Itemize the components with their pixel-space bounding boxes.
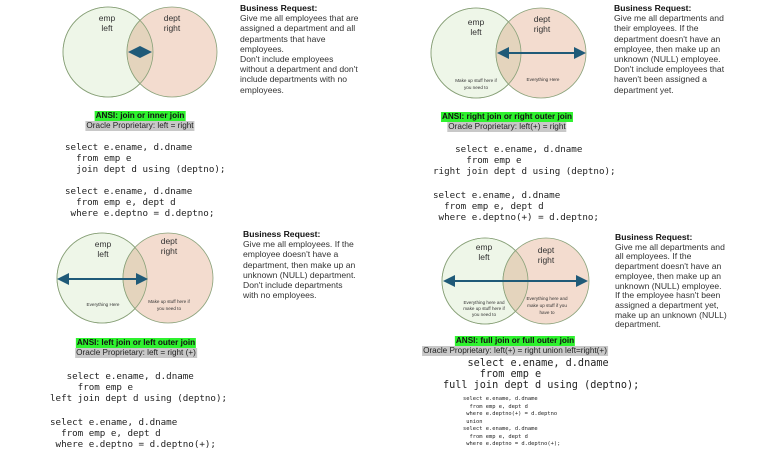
request-line: Don't include employees that bbox=[614, 64, 725, 75]
request-line: department. bbox=[615, 319, 661, 330]
request-line: unknown (NULL) employee. bbox=[614, 54, 721, 65]
request-line: assigned a department and all bbox=[240, 23, 356, 34]
request-line: employee, then make up an bbox=[614, 43, 721, 54]
right-note: Everything here and bbox=[526, 296, 568, 301]
request-heading: Business Request: bbox=[240, 3, 318, 13]
left-label: left bbox=[97, 249, 109, 259]
request-line: unknown (NULL) department. bbox=[243, 269, 356, 280]
ansi-label-full: ANSI: full join or full outer join bbox=[454, 336, 576, 346]
right-label: right bbox=[534, 24, 551, 34]
right-label: right bbox=[161, 246, 178, 256]
right-note: Make up stuff here if bbox=[148, 299, 190, 304]
dept-label: dept bbox=[161, 236, 178, 246]
business-request-left: Business Request: Give me all employees.… bbox=[243, 229, 356, 300]
business-request-right: Business Request: Give me all department… bbox=[614, 3, 724, 95]
request-line: employee, then make up an bbox=[615, 270, 722, 281]
venn-right-join: emp left dept right Make up stuff here i… bbox=[430, 7, 587, 99]
ansi-label-right: ANSI: right join or right outer join bbox=[440, 112, 574, 122]
right-note: you need to bbox=[157, 306, 181, 311]
emp-label: emp bbox=[95, 239, 112, 249]
request-line: employee doesn't have a bbox=[243, 249, 339, 260]
oracle-label-right: Oracle Proprietary: left(+) = right bbox=[447, 122, 567, 132]
code-ansi-right: select e.ename, d.dname from emp e right… bbox=[433, 144, 616, 178]
request-line: departments that have bbox=[240, 33, 326, 44]
left-note: you need to bbox=[472, 312, 496, 317]
request-line: assigned a department yet, bbox=[615, 299, 719, 310]
dept-label: dept bbox=[538, 245, 555, 255]
request-line: all employees. If the bbox=[615, 251, 692, 262]
request-line: Don't include employees bbox=[240, 54, 334, 65]
request-heading: Business Request: bbox=[614, 3, 692, 13]
left-note: you need to bbox=[464, 85, 488, 90]
request-line: make up an unknown (NULL) bbox=[615, 309, 727, 320]
request-heading: Business Request: bbox=[615, 232, 693, 242]
request-line: department doesn't have an bbox=[614, 33, 721, 44]
left-note: Everything here and bbox=[463, 300, 505, 305]
oracle-label-left: Oracle Proprietary: left = right (+) bbox=[75, 348, 197, 358]
request-line: their employees. If the bbox=[614, 23, 699, 34]
dept-label: dept bbox=[534, 14, 551, 24]
request-line: without a department and don't bbox=[240, 64, 358, 75]
right-label: right bbox=[538, 255, 555, 265]
ansi-label-inner: ANSI: join or inner join bbox=[94, 111, 186, 121]
code-oracle-full: select e.ename, d.dname from emp e, dept… bbox=[463, 396, 561, 447]
venn-full-join: emp left dept right Everything here and … bbox=[441, 237, 590, 325]
request-line: Give me all departments and bbox=[615, 241, 725, 252]
right-note: Everything Here bbox=[527, 77, 560, 82]
request-line: with no employees. bbox=[243, 290, 317, 301]
left-label: left bbox=[470, 27, 482, 37]
request-line: employees. bbox=[240, 43, 284, 54]
request-line: include departments with no bbox=[240, 74, 348, 85]
code-oracle-left: select e.ename, d.dname from emp e, dept… bbox=[50, 417, 216, 451]
request-line: Don't include departments bbox=[243, 280, 343, 291]
ansi-label-left: ANSI: left join or left outer join bbox=[75, 338, 197, 348]
left-note: make up stuff here if bbox=[463, 306, 505, 311]
left-label: left bbox=[101, 23, 113, 33]
request-line: unknown (NULL) employee. bbox=[615, 280, 722, 291]
code-ansi-inner: select e.ename, d.dname from emp e join … bbox=[65, 142, 226, 176]
dept-label: dept bbox=[164, 13, 181, 23]
venn-left-join: emp left dept right Everything Here Make… bbox=[56, 232, 214, 324]
emp-label: emp bbox=[468, 17, 485, 27]
left-label: left bbox=[478, 252, 490, 262]
code-oracle-right: select e.ename, d.dname from emp e, dept… bbox=[433, 190, 599, 224]
request-line: Give me all employees that are bbox=[240, 13, 359, 24]
venn-inner-join: emp left dept right bbox=[62, 6, 218, 98]
oracle-label-inner: Oracle Proprietary: left = right bbox=[85, 121, 195, 131]
code-oracle-inner: select e.ename, d.dname from emp e, dept… bbox=[65, 186, 215, 220]
request-line: employees. bbox=[240, 84, 284, 95]
right-note: have to bbox=[539, 310, 555, 315]
request-line: Give me all employees. If the bbox=[243, 239, 354, 250]
left-note: Everything Here bbox=[87, 302, 120, 307]
request-line: department yet. bbox=[614, 84, 674, 95]
request-line: haven't been assigned a bbox=[614, 74, 707, 85]
oracle-label-full: Oracle Proprietary: left(+) = right unio… bbox=[422, 346, 608, 356]
emp-label: emp bbox=[99, 13, 116, 23]
request-line: Give me all departments and bbox=[614, 13, 724, 24]
request-line: If the employee hasn't been bbox=[615, 290, 721, 301]
business-request-inner: Business Request: Give me all employees … bbox=[240, 3, 358, 95]
code-ansi-full: select e.ename, d.dname from emp e full … bbox=[443, 358, 640, 391]
emp-label: emp bbox=[476, 242, 493, 252]
left-note: Make up stuff here if bbox=[455, 78, 497, 83]
request-line: department, then make up an bbox=[243, 259, 356, 270]
request-heading: Business Request: bbox=[243, 229, 321, 239]
business-request-full: Business Request: Give me all department… bbox=[615, 232, 727, 330]
right-label: right bbox=[164, 23, 181, 33]
right-note: make up stuff if you bbox=[527, 303, 567, 308]
request-line: department doesn't have an bbox=[615, 261, 722, 272]
code-ansi-left: select e.ename, d.dname from emp e left … bbox=[50, 371, 228, 405]
